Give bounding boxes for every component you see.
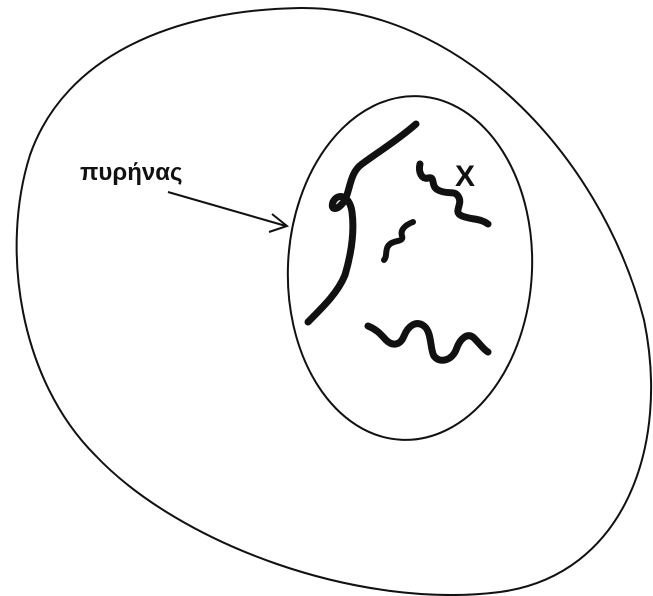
chromosome-small bbox=[381, 219, 416, 263]
chromosome-sinuous bbox=[364, 320, 492, 364]
nucleus bbox=[286, 95, 534, 441]
chromosome-long bbox=[304, 120, 420, 326]
nucleus-label: πυρήνας bbox=[80, 159, 182, 186]
chromosome-x-label: X bbox=[455, 160, 475, 193]
chromosome-x bbox=[416, 160, 492, 228]
nucleus-pointer-arrow bbox=[167, 191, 290, 233]
cell-membrane bbox=[15, 6, 653, 596]
